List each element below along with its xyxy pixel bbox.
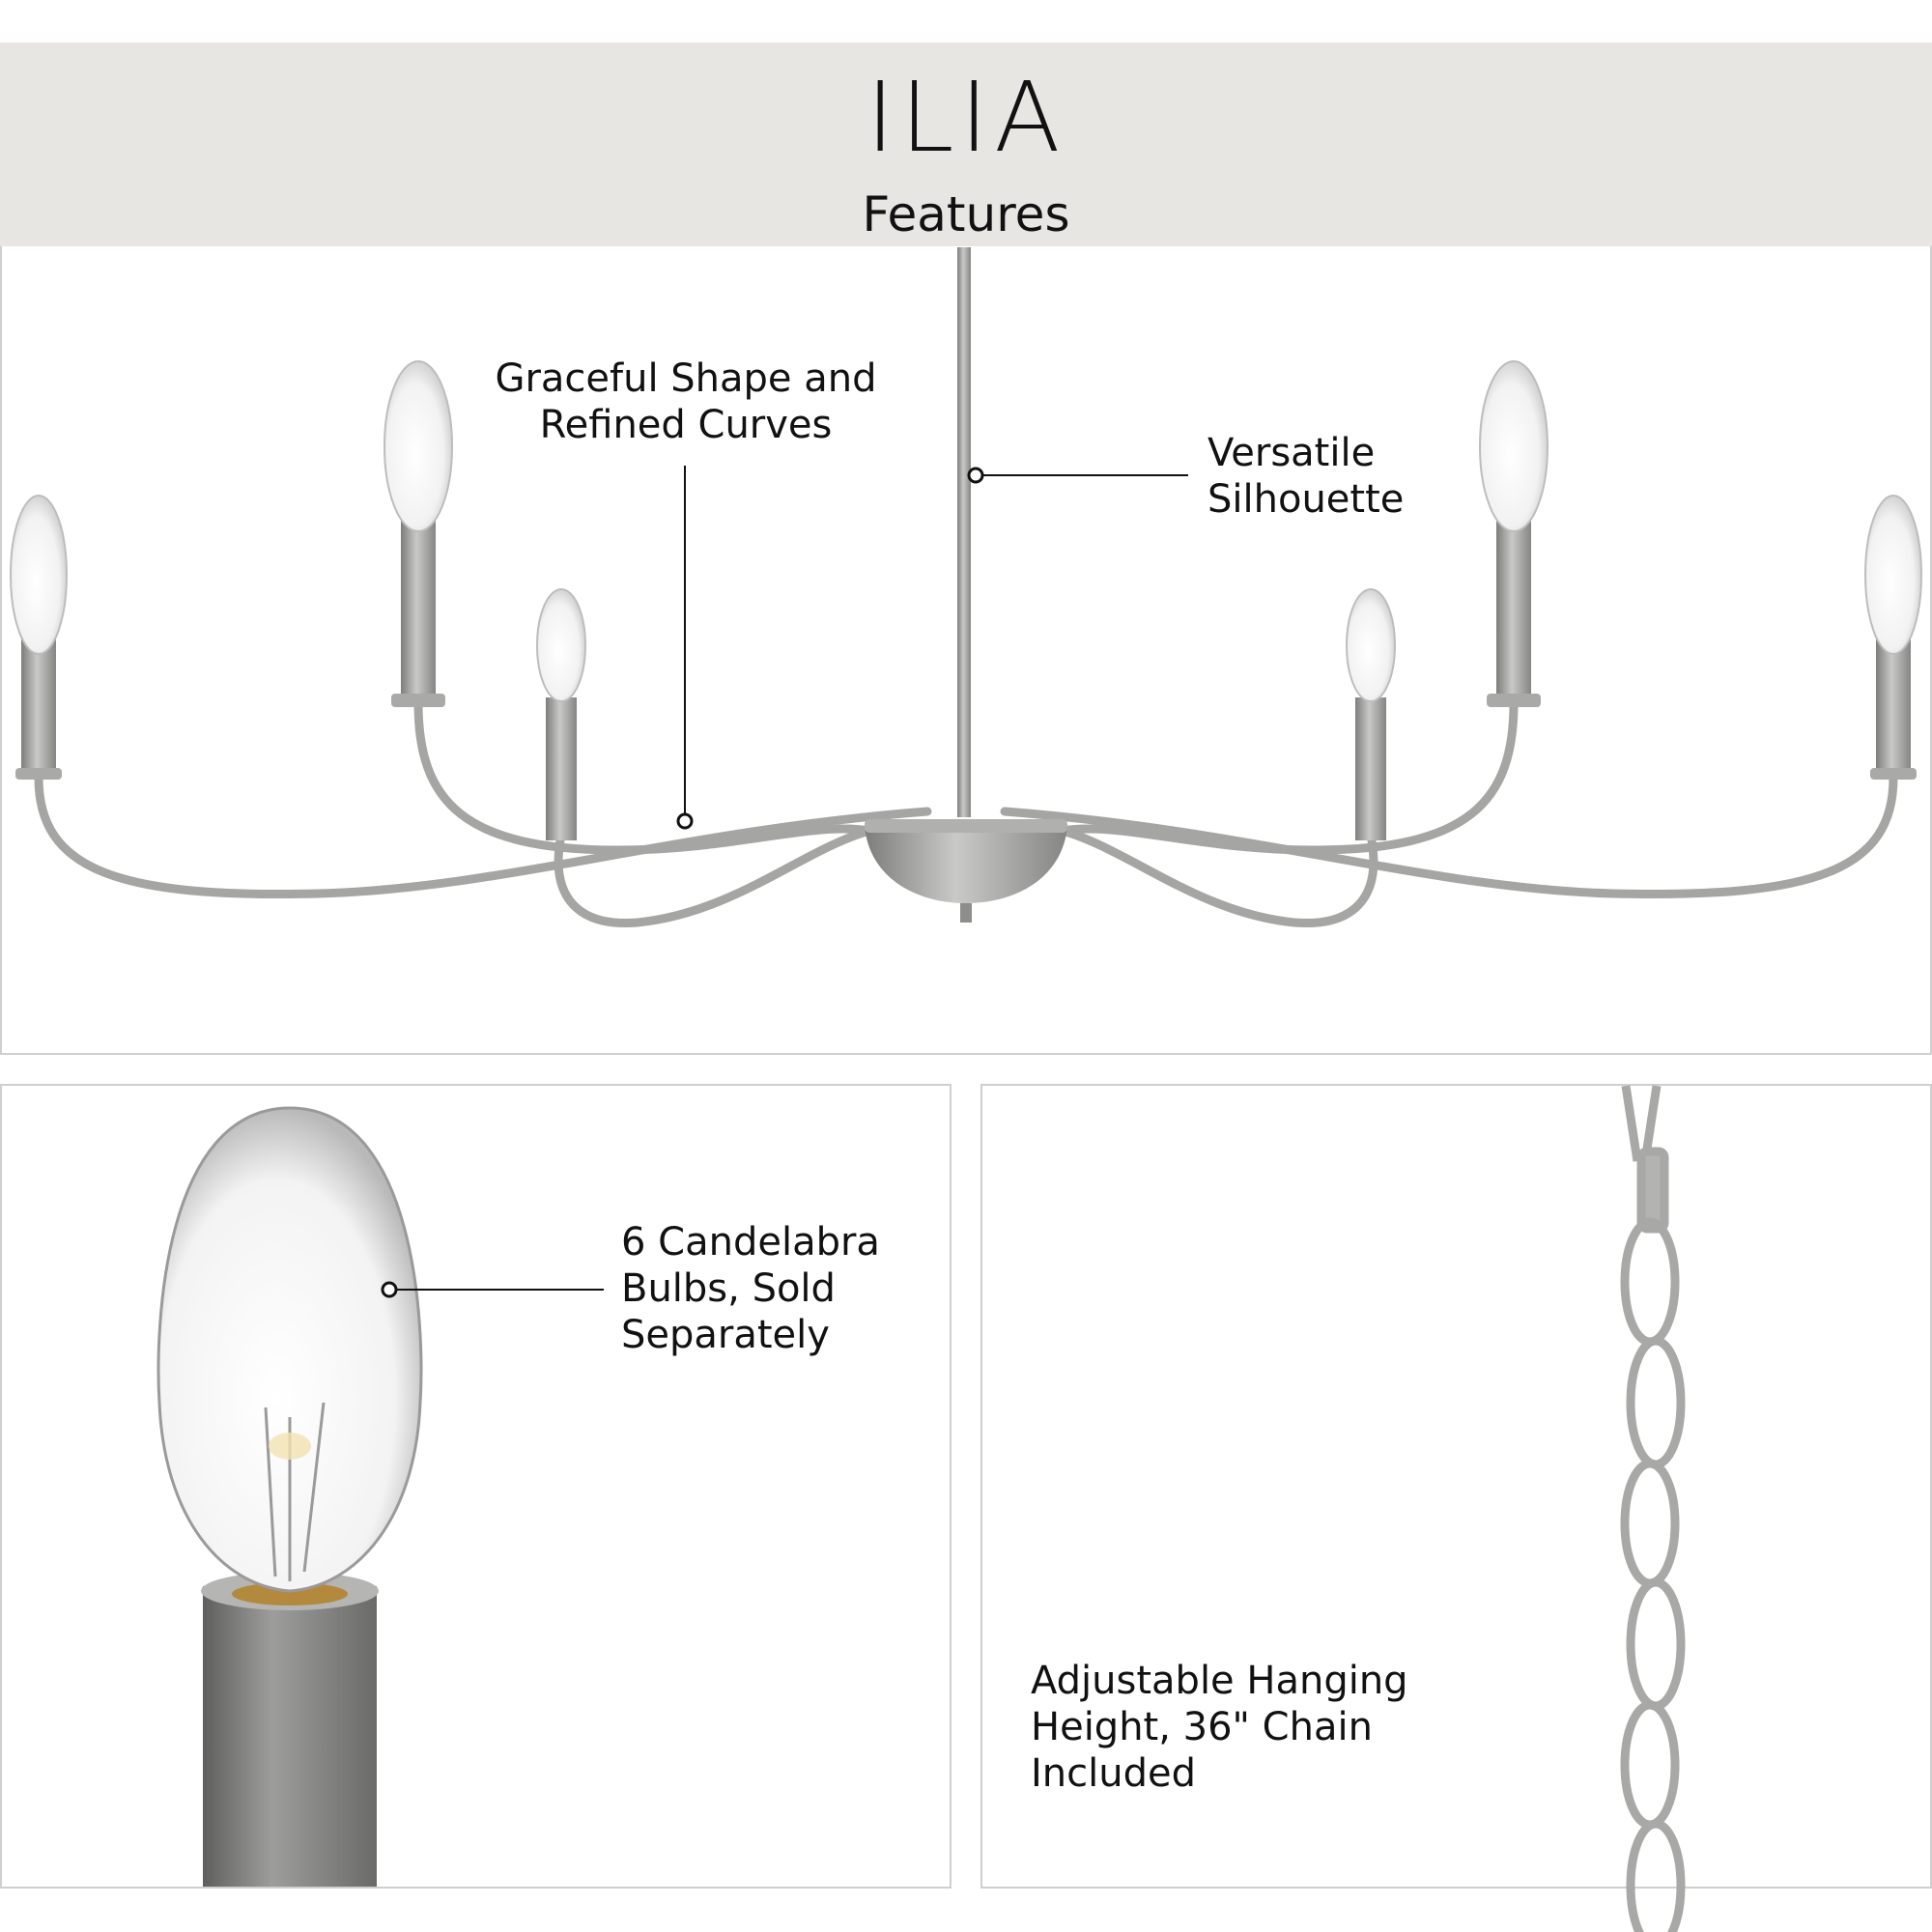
candle-left-outer: [10, 495, 68, 780]
arm-left-inner: [554, 826, 874, 928]
candle-right-short: [1346, 588, 1396, 840]
bulb-closeup-illustration: [156, 1106, 604, 1887]
feature-label-graceful-shape: Graceful Shape and Refined Curves: [495, 356, 877, 447]
feature-label-candelabra-bulbs: 6 Candelabra Bulbs, Sold Separately: [621, 1220, 880, 1357]
feature-label-versatile-silhouette: Versatile Silhouette: [1208, 431, 1405, 522]
callout-dot-versatile: [967, 467, 984, 484]
chain-illustration: [1620, 1085, 1686, 1932]
bulb-closeup-panel: [0, 1084, 952, 1889]
arm-right-middle: [1058, 698, 1519, 855]
candle-right-outer: [1864, 495, 1922, 780]
center-canopy: [865, 826, 1067, 903]
callout-dot-graceful: [676, 812, 694, 830]
arm-left-outer: [34, 773, 932, 898]
chain-panel: [980, 1084, 1932, 1889]
bulb-socket: [203, 1586, 377, 1887]
chandelier-illustration: [10, 247, 1922, 928]
arm-right-inner: [1058, 826, 1378, 928]
bulb-glass: [156, 1106, 423, 1593]
arm-left-middle: [413, 698, 874, 855]
header-banner: ILIA Features: [0, 43, 1932, 246]
feature-label-hanging-height: Adjustable Hanging Height, 36" Chain Inc…: [1031, 1659, 1408, 1796]
page-subtitle: Features: [862, 186, 1070, 242]
arm-right-outer: [1000, 773, 1898, 898]
candle-left-short: [536, 588, 586, 840]
candle-right-tall: [1479, 360, 1548, 707]
downrod: [957, 247, 971, 817]
product-title: ILIA: [866, 61, 1066, 174]
callout-dot-bulbs: [381, 1281, 398, 1298]
candle-left-tall: [384, 360, 453, 707]
